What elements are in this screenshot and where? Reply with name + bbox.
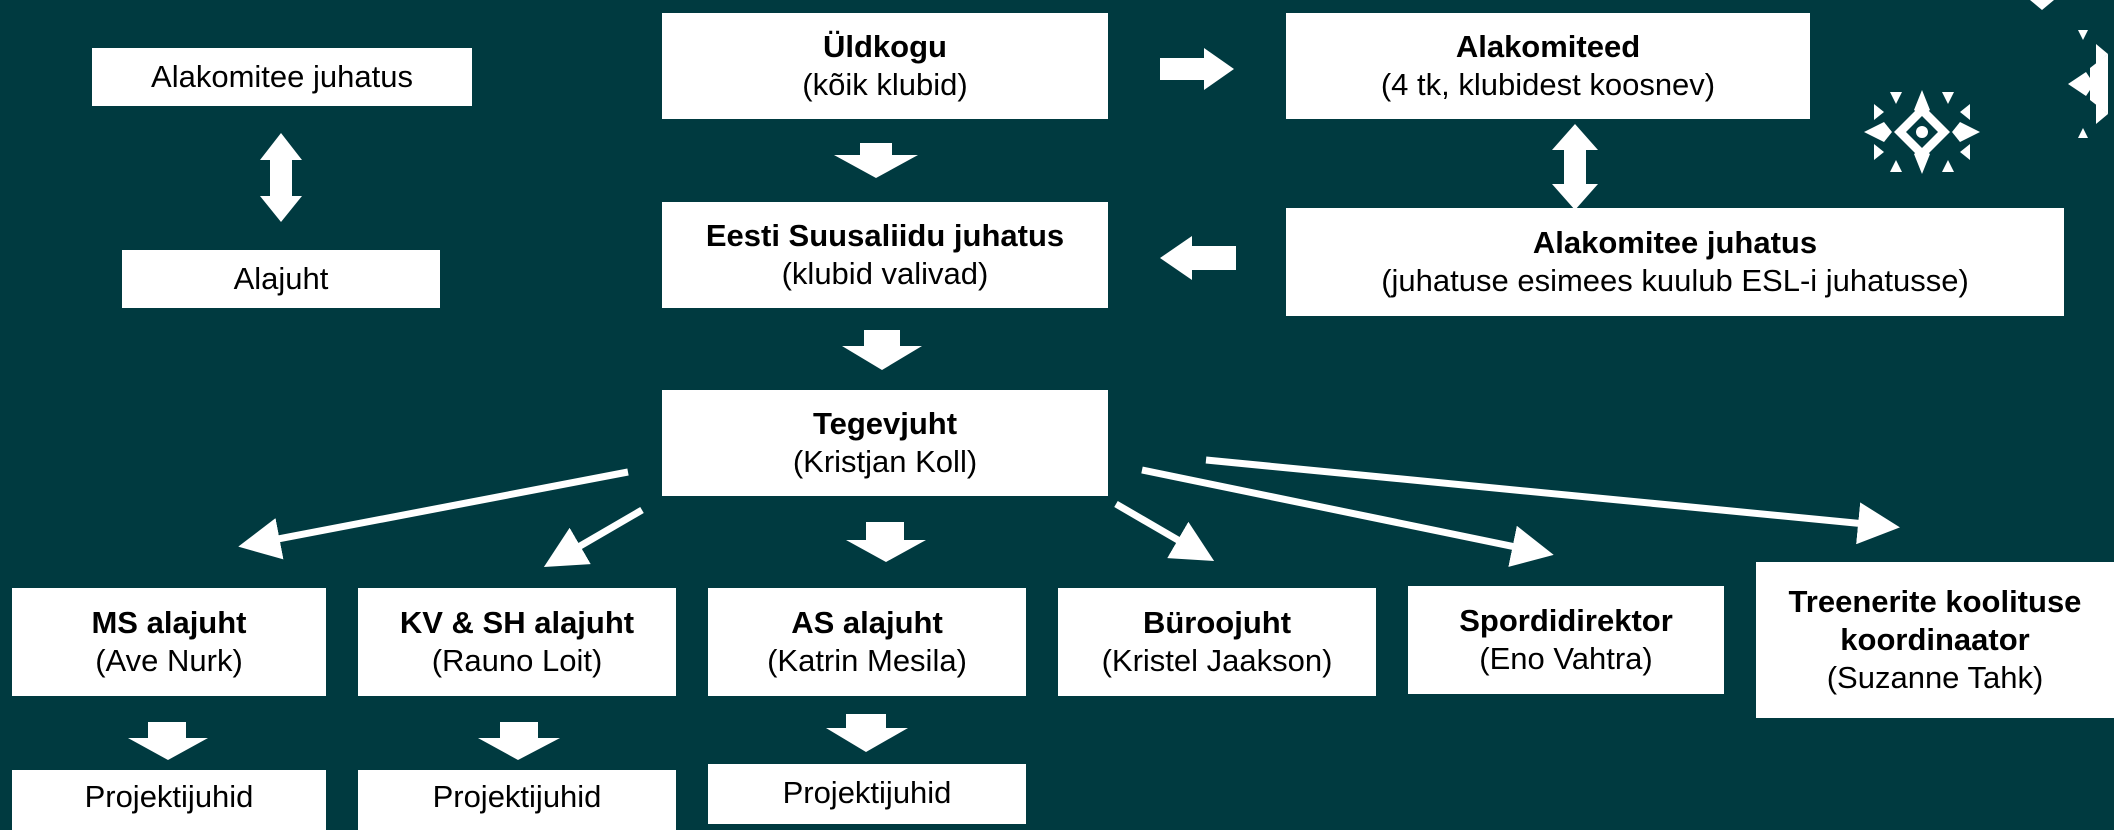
board-title: Eesti Suusaliidu juhatus	[705, 218, 1065, 254]
unit-title-coach: Treenerite koolituse koordinaator	[1788, 584, 2082, 658]
unit-subtitle-ms: (Ave Nurk)	[95, 643, 243, 678]
subcommittees-subtitle: (4 tk, klubidest koosnev)	[1380, 67, 1716, 102]
general-assembly-subtitle: (kõik klubid)	[802, 67, 968, 102]
left-unit-head-label: Alajuht	[233, 261, 329, 297]
subcommittee-board-subtitle: (juhatuse esimees kuulub ESL-i juhatusse…	[1381, 263, 1969, 298]
projects-box-as: Projektijuhid	[708, 764, 1026, 824]
arrow-down-kv	[478, 722, 560, 760]
arrow-down-as	[826, 714, 908, 752]
unit-box-ms: MS alajuht (Ave Nurk)	[12, 588, 326, 696]
ornament-corner-icon	[2030, 0, 2054, 10]
unit-subtitle-office: (Kristel Jaakson)	[1101, 643, 1333, 678]
left-unit-head-box: Alajuht	[122, 250, 440, 308]
projects-label-as: Projektijuhid	[782, 775, 952, 810]
projects-label-kv-sh: Projektijuhid	[432, 779, 602, 814]
snowflake-ornament-partial-icon	[2068, 30, 2108, 138]
projects-label-ms: Projektijuhid	[84, 779, 254, 814]
board-box: Eesti Suusaliidu juhatus (klubid valivad…	[662, 202, 1108, 308]
arrow-down-1	[834, 143, 918, 178]
connector-treener	[1205, 456, 1900, 545]
ceo-box: Tegevjuht (Kristjan Koll)	[662, 390, 1108, 496]
arrow-down-ms	[128, 722, 208, 760]
connector-buroo	[1114, 500, 1215, 562]
subcommittees-box: Alakomiteed (4 tk, klubidest koosnev)	[1286, 13, 1810, 119]
unit-box-coach: Treenerite koolituse koordinaator (Suzan…	[1756, 562, 2114, 718]
projects-box-ms: Projektijuhid	[12, 770, 326, 830]
general-assembly-box: Üldkogu (kõik klubid)	[662, 13, 1108, 119]
connector-ms	[238, 468, 629, 560]
arrow-left-mid	[1160, 236, 1236, 280]
ceo-subtitle: (Kristjan Koll)	[792, 444, 978, 479]
unit-box-office: Büroojuht (Kristel Jaakson)	[1058, 588, 1376, 696]
unit-title-kv-sh: KV & SH alajuht	[399, 605, 635, 641]
arrow-down-3	[846, 522, 926, 562]
unit-box-sport: Spordidirektor (Eno Vahtra)	[1408, 586, 1724, 694]
left-subcommittee-board-box: Alakomitee juhatus	[92, 48, 472, 106]
subcommittees-title: Alakomiteed	[1455, 29, 1641, 65]
connector-sport	[1141, 466, 1554, 567]
general-assembly-title: Üldkogu	[823, 29, 947, 65]
double-arrow-left	[260, 133, 302, 222]
arrow-right-top	[1160, 48, 1234, 90]
unit-title-as: AS alajuht	[791, 605, 943, 641]
subcommittee-board-box: Alakomitee juhatus (juhatuse esimees kuu…	[1286, 208, 2064, 316]
unit-subtitle-coach: (Suzanne Tahk)	[1826, 659, 2044, 695]
left-subcommittee-board-label: Alakomitee juhatus	[151, 59, 413, 95]
unit-title-sport: Spordidirektor	[1459, 603, 1673, 639]
unit-title-ms: MS alajuht	[91, 605, 247, 641]
double-arrow-right	[1552, 124, 1598, 210]
unit-box-kv-sh: KV & SH alajuht (Rauno Loit)	[358, 588, 676, 696]
unit-subtitle-kv-sh: (Rauno Loit)	[431, 643, 603, 678]
connector-kv	[543, 506, 644, 568]
subcommittee-board-title: Alakomitee juhatus	[1532, 225, 1818, 261]
board-subtitle: (klubid valivad)	[781, 256, 989, 291]
ceo-title: Tegevjuht	[812, 406, 958, 442]
arrow-down-2	[842, 330, 922, 370]
snowflake-ornament-icon	[1864, 90, 1980, 174]
projects-box-kv-sh: Projektijuhid	[358, 770, 676, 830]
unit-subtitle-sport: (Eno Vahtra)	[1479, 641, 1653, 676]
unit-box-as: AS alajuht (Katrin Mesila)	[708, 588, 1026, 696]
unit-subtitle-as: (Katrin Mesila)	[767, 643, 967, 678]
unit-title-office: Büroojuht	[1142, 605, 1292, 641]
